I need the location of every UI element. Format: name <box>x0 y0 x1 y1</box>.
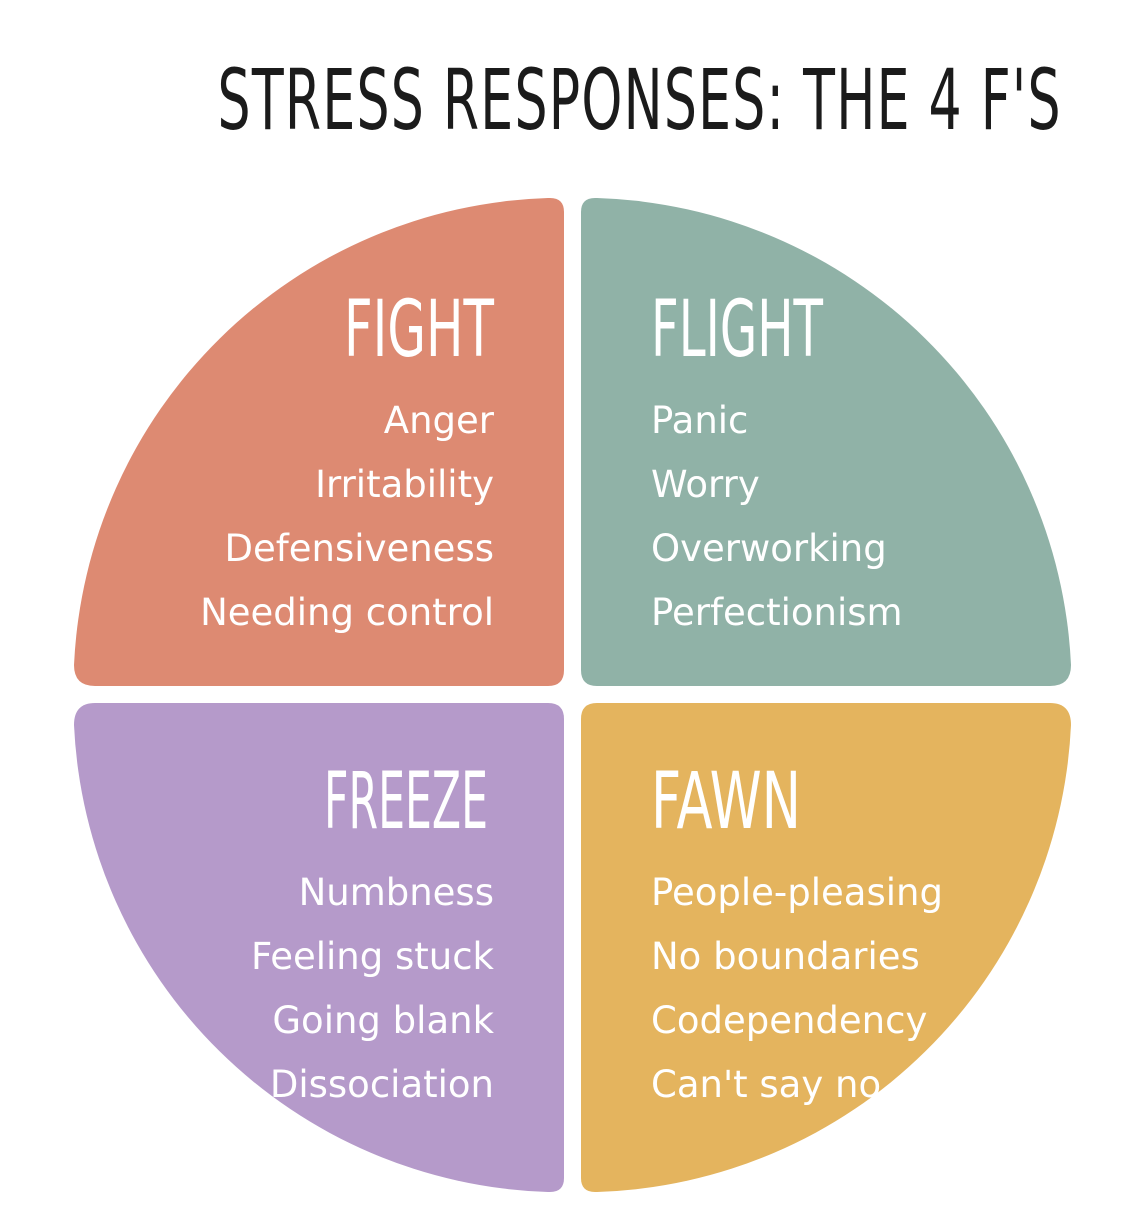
quadrant-fawn-item: Codependency <box>651 999 927 1042</box>
quadrant-freeze-item: Feeling stuck <box>251 935 495 978</box>
quadrant-freeze: FREEZE Numbness Feeling stuck Going blan… <box>74 703 564 1192</box>
quadrant-freeze-shape <box>74 703 564 1192</box>
quadrant-flight: FLIGHT Panic Worry Overworking Perfectio… <box>581 198 1071 686</box>
quadrant-flight-item: Overworking <box>651 527 887 570</box>
quadrant-fawn-item: No boundaries <box>651 935 920 978</box>
quadrant-freeze-item: Numbness <box>299 871 494 914</box>
quadrant-freeze-item: Dissociation <box>270 1063 494 1106</box>
quadrant-flight-shape <box>581 198 1071 686</box>
quadrant-fight-item: Irritability <box>315 463 494 506</box>
quadrant-fight: FIGHT Anger Irritability Defensiveness N… <box>74 198 564 686</box>
quadrant-fawn: FAWN People-pleasing No boundaries Codep… <box>581 703 1071 1192</box>
quadrant-fight-shape <box>74 198 564 686</box>
quadrant-flight-heading: FLIGHT <box>651 285 823 375</box>
quadrant-fawn-item: People-pleasing <box>651 871 943 914</box>
quadrant-flight-item: Worry <box>651 463 760 506</box>
quadrant-freeze-item: Going blank <box>272 999 494 1042</box>
quadrant-fight-item: Anger <box>384 399 495 442</box>
quadrant-flight-item: Panic <box>651 399 748 442</box>
quadrant-fawn-shape <box>581 703 1071 1192</box>
quadrant-flight-item: Perfectionism <box>651 591 903 634</box>
quadrant-fight-item: Needing control <box>200 591 494 634</box>
quadrant-fawn-heading: FAWN <box>651 757 801 847</box>
quadrant-fight-item: Defensiveness <box>225 527 494 570</box>
quadrant-fight-heading: FIGHT <box>344 285 494 375</box>
page-title: STRESS RESPONSES: THE 4 F'S <box>217 51 1062 149</box>
quadrant-fawn-item: Can't say no <box>651 1063 881 1106</box>
quadrant-freeze-heading: FREEZE <box>324 757 488 847</box>
